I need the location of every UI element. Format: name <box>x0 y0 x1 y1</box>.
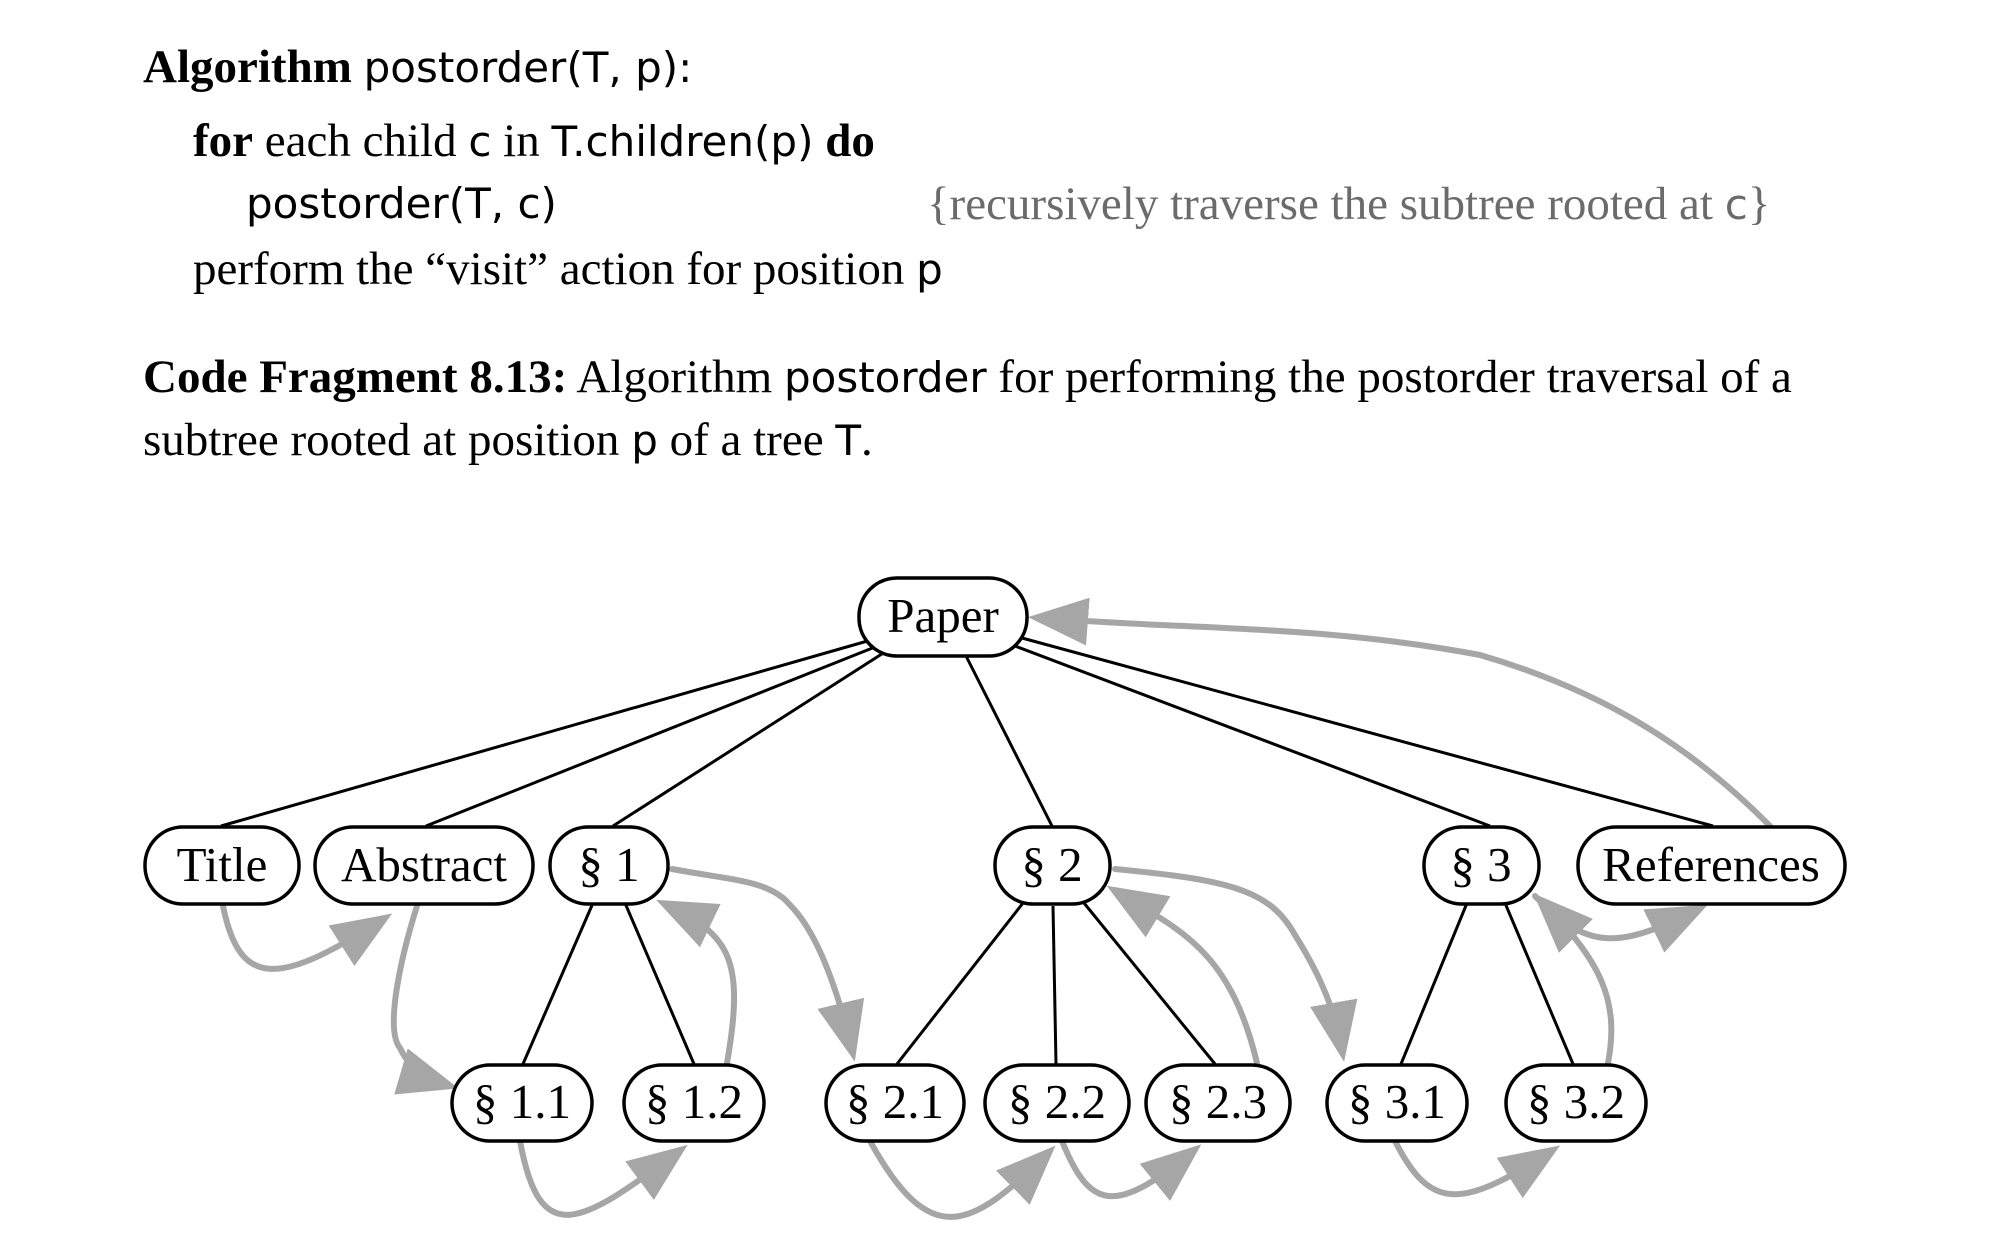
for-text: each child <box>264 115 457 167</box>
caption-label: Code Fragment 8.13: <box>143 351 568 403</box>
caption-text-4: . <box>860 414 873 466</box>
do-keyword: do <box>825 115 875 167</box>
algorithm-for-line: for each child c in T.children(p) do <box>193 118 875 165</box>
node-s23-label: § 2.3 <box>1169 1074 1267 1129</box>
caption-algo-name: postorder <box>783 353 987 402</box>
traversal-abstract-s11 <box>390 903 459 1095</box>
node-references-label: References <box>1602 837 1820 892</box>
node-s32: § 3.2 <box>1504 1063 1648 1143</box>
node-s2: § 2 <box>993 825 1112 906</box>
figure-caption: Code Fragment 8.13: Algorithm postorder … <box>143 346 1863 472</box>
edge-s1-s12 <box>623 902 696 1065</box>
traversal-s11-s12 <box>517 1138 688 1218</box>
node-s11-label: § 1.1 <box>473 1074 571 1129</box>
tree-edges <box>220 636 1714 1065</box>
edge-paper-title <box>220 638 872 828</box>
node-paper: Paper <box>857 576 1029 658</box>
edge-s2-s22 <box>1051 905 1058 1065</box>
node-s23: § 2.3 <box>1144 1063 1292 1143</box>
algorithm-visit-line: perform the “visit” action for position … <box>193 246 943 293</box>
for-child-var: c <box>468 117 492 166</box>
node-references: References <box>1576 825 1847 906</box>
algorithm-comment: {recursively traverse the subtree rooted… <box>927 181 1770 228</box>
edge-s1-s11 <box>521 902 595 1065</box>
for-keyword: for <box>193 115 254 167</box>
caption-text-2: for performing the postorder traversal o… <box>143 351 1792 466</box>
edge-paper-abstract <box>425 643 881 828</box>
traversal-s12-s1 <box>656 899 738 1066</box>
algorithm-keyword: Algorithm <box>143 41 352 93</box>
visit-var: p <box>916 245 943 294</box>
node-s21: § 2.1 <box>824 1063 966 1143</box>
node-abstract-label: Abstract <box>341 837 507 892</box>
node-s3: § 3 <box>1422 825 1541 906</box>
tree-nodes: Paper Title Abstract § 1 § 2 § 3 Referen… <box>143 576 1847 1143</box>
edge-s2-s23 <box>1082 902 1217 1065</box>
node-s12-label: § 1.2 <box>645 1074 743 1129</box>
caption-p-var: p <box>631 416 658 465</box>
edge-s3-s31 <box>1399 902 1469 1065</box>
traversal-s31-s32 <box>1392 1138 1561 1199</box>
for-in: in <box>503 115 540 167</box>
edge-s2-s21 <box>895 902 1025 1065</box>
traversal-title-abstract <box>220 903 393 972</box>
node-title-label: Title <box>177 837 268 892</box>
traversal-s23-s2 <box>1106 885 1260 1066</box>
node-s1-label: § 1 <box>578 837 639 892</box>
algorithm-recursive-call: postorder(T, c) <box>246 179 557 228</box>
node-s32-label: § 3.2 <box>1527 1074 1625 1129</box>
node-s22-label: § 2.2 <box>1008 1074 1106 1129</box>
traversal-s21-s22 <box>867 1138 1056 1220</box>
node-paper-label: Paper <box>887 588 999 643</box>
node-s22: § 2.2 <box>983 1063 1131 1143</box>
traversal-s2-s31 <box>1112 866 1358 1062</box>
node-s11: § 1.1 <box>450 1063 594 1143</box>
comment-var: c <box>1724 180 1748 229</box>
comment-close: } <box>1747 178 1771 230</box>
comment-text: {recursively traverse the subtree rooted… <box>927 178 1713 230</box>
node-s2-label: § 2 <box>1021 837 1082 892</box>
traversal-s22-s23 <box>1059 1138 1202 1201</box>
traversal-s3-references <box>1532 893 1708 953</box>
edge-paper-s2 <box>962 651 1054 827</box>
for-children-call: T.children(p) <box>551 117 814 166</box>
traversal-s1-s21 <box>669 866 865 1062</box>
caption-t-var: T <box>835 416 861 465</box>
node-s1: § 1 <box>548 825 670 906</box>
node-s31-label: § 3.1 <box>1348 1074 1446 1129</box>
node-s31: § 3.1 <box>1325 1063 1469 1143</box>
node-abstract: Abstract <box>313 825 535 906</box>
traversal-s32-s3 <box>1533 893 1615 1066</box>
visit-text: perform the “visit” action for position <box>193 243 905 295</box>
node-s3-label: § 3 <box>1450 837 1511 892</box>
node-s21-label: § 2.1 <box>846 1074 944 1129</box>
edge-s3-s32 <box>1503 902 1575 1065</box>
edge-paper-s1 <box>612 648 889 828</box>
edge-paper-s3 <box>1014 644 1491 828</box>
node-title: Title <box>143 825 301 906</box>
traversal-references-paper <box>1028 597 1773 829</box>
traversal-path <box>220 597 1773 1220</box>
caption-text-1: Algorithm <box>576 351 773 403</box>
edge-paper-references <box>1021 636 1714 828</box>
node-s12: § 1.2 <box>622 1063 766 1143</box>
caption-text-3: of a tree <box>669 414 824 466</box>
algorithm-signature: postorder(T, p): <box>363 43 693 92</box>
algorithm-header: Algorithm postorder(T, p): <box>143 44 692 91</box>
